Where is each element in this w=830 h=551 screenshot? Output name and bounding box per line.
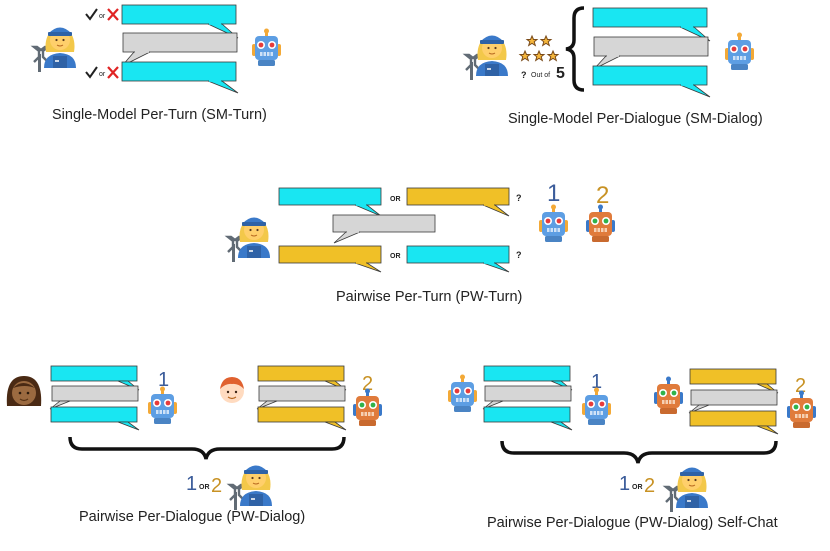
curly-brace-icon <box>565 6 585 92</box>
model-1-label: 1 <box>186 473 197 495</box>
caption: Pairwise Per-Dialogue (PW-Dialog) Self-C… <box>487 515 778 531</box>
mechanic-icon <box>664 466 710 514</box>
chat-bubble-cyan <box>50 406 140 431</box>
star-icon <box>526 35 538 46</box>
panel-sm-dialog: ? Out of 5 Single-Model Per-Dialogue (SM… <box>464 6 763 127</box>
chat-bubble-gray <box>49 385 139 410</box>
chat-bubble-gold <box>406 187 510 217</box>
caption: Pairwise Per-Dialogue (PW-Dialog) <box>79 509 305 525</box>
chat-bubble-cyan <box>278 187 382 217</box>
chat-bubble-gray <box>256 385 346 410</box>
model-2-label: 2 <box>795 375 806 397</box>
or-label: or <box>99 13 106 20</box>
star-icon <box>547 50 559 61</box>
robot-icon <box>447 374 478 413</box>
question-mark: ? <box>516 250 522 260</box>
mechanic-icon <box>464 34 510 82</box>
cross-icon <box>107 66 119 79</box>
chat-bubble-gold <box>257 365 347 391</box>
caption: Single-Model Per-Dialogue (SM-Dialog) <box>508 111 763 127</box>
panel-sm-turn: or or Single-Model Pe <box>32 4 282 123</box>
panel-pw-turn: OR ? OR ? 1 2 Pairwise Per- <box>226 180 616 305</box>
question-mark: ? <box>516 193 522 203</box>
cross-icon <box>107 8 119 21</box>
model-2-label: 2 <box>362 373 373 395</box>
caption: Pairwise Per-Turn (PW-Turn) <box>336 289 522 305</box>
robot-icon <box>724 32 755 71</box>
chat-bubble-cyan <box>483 406 573 431</box>
star-icon <box>519 50 531 61</box>
or-label: OR <box>632 484 643 491</box>
robot-icon <box>147 386 178 425</box>
mechanic-icon <box>228 464 274 512</box>
chat-bubble-gray <box>482 385 572 410</box>
panel-pw-dialog: 1 2 1 OR 2 Pairwise Per-Dialogue (PW-Dia… <box>6 365 383 525</box>
model-1-label: 1 <box>591 371 602 393</box>
chat-bubble-gray <box>332 214 436 244</box>
check-icon <box>85 8 98 21</box>
woman-icon <box>6 375 42 407</box>
mechanic-icon <box>32 26 78 74</box>
chat-bubble-gray <box>593 36 709 70</box>
chat-bubble-gold <box>689 410 779 435</box>
star-icon <box>540 35 552 46</box>
check-icon <box>85 66 98 79</box>
robot-icon <box>786 390 817 429</box>
robot-icon <box>538 204 569 243</box>
robot-icon <box>352 388 383 427</box>
or-label: or <box>99 71 106 78</box>
model-2-label: 2 <box>596 182 609 209</box>
or-label: OR <box>390 196 401 203</box>
or-label: OR <box>390 253 401 260</box>
robot-icon <box>581 387 612 426</box>
chat-bubble-cyan <box>592 65 711 98</box>
robot-icon <box>251 28 282 67</box>
star-icon <box>533 50 545 61</box>
chat-bubble-gold <box>257 406 347 431</box>
or-label: OR <box>199 484 210 491</box>
chat-bubble-cyan <box>121 61 239 94</box>
model-1-label: 1 <box>619 473 630 495</box>
question-mark: ? <box>521 70 527 80</box>
chat-bubble-gold <box>278 245 382 273</box>
max-rating: 5 <box>556 65 565 82</box>
panel-pw-selfchat: 1 2 1 OR 2 Pairwise Per-Dialogue (PW-Dia… <box>447 365 817 531</box>
chat-bubble-cyan <box>50 365 140 391</box>
model-2-label: 2 <box>644 475 655 497</box>
chat-bubble-gray <box>688 389 778 414</box>
caption: Single-Model Per-Turn (SM-Turn) <box>52 107 267 123</box>
chat-bubble-cyan <box>592 7 711 42</box>
curly-brace-icon <box>68 436 346 460</box>
model-2-label: 2 <box>211 475 222 497</box>
curly-brace-icon <box>500 440 778 464</box>
model-1-label: 1 <box>158 369 169 391</box>
chat-bubble-cyan <box>406 245 510 273</box>
robot-icon <box>585 204 616 243</box>
chat-bubble-gold <box>689 368 779 394</box>
mechanic-icon <box>226 216 272 264</box>
out-of-label: Out of <box>531 72 550 79</box>
man-icon <box>219 376 245 404</box>
robot-icon <box>653 376 684 415</box>
model-1-label: 1 <box>547 180 560 207</box>
chat-bubble-gray <box>121 32 238 67</box>
